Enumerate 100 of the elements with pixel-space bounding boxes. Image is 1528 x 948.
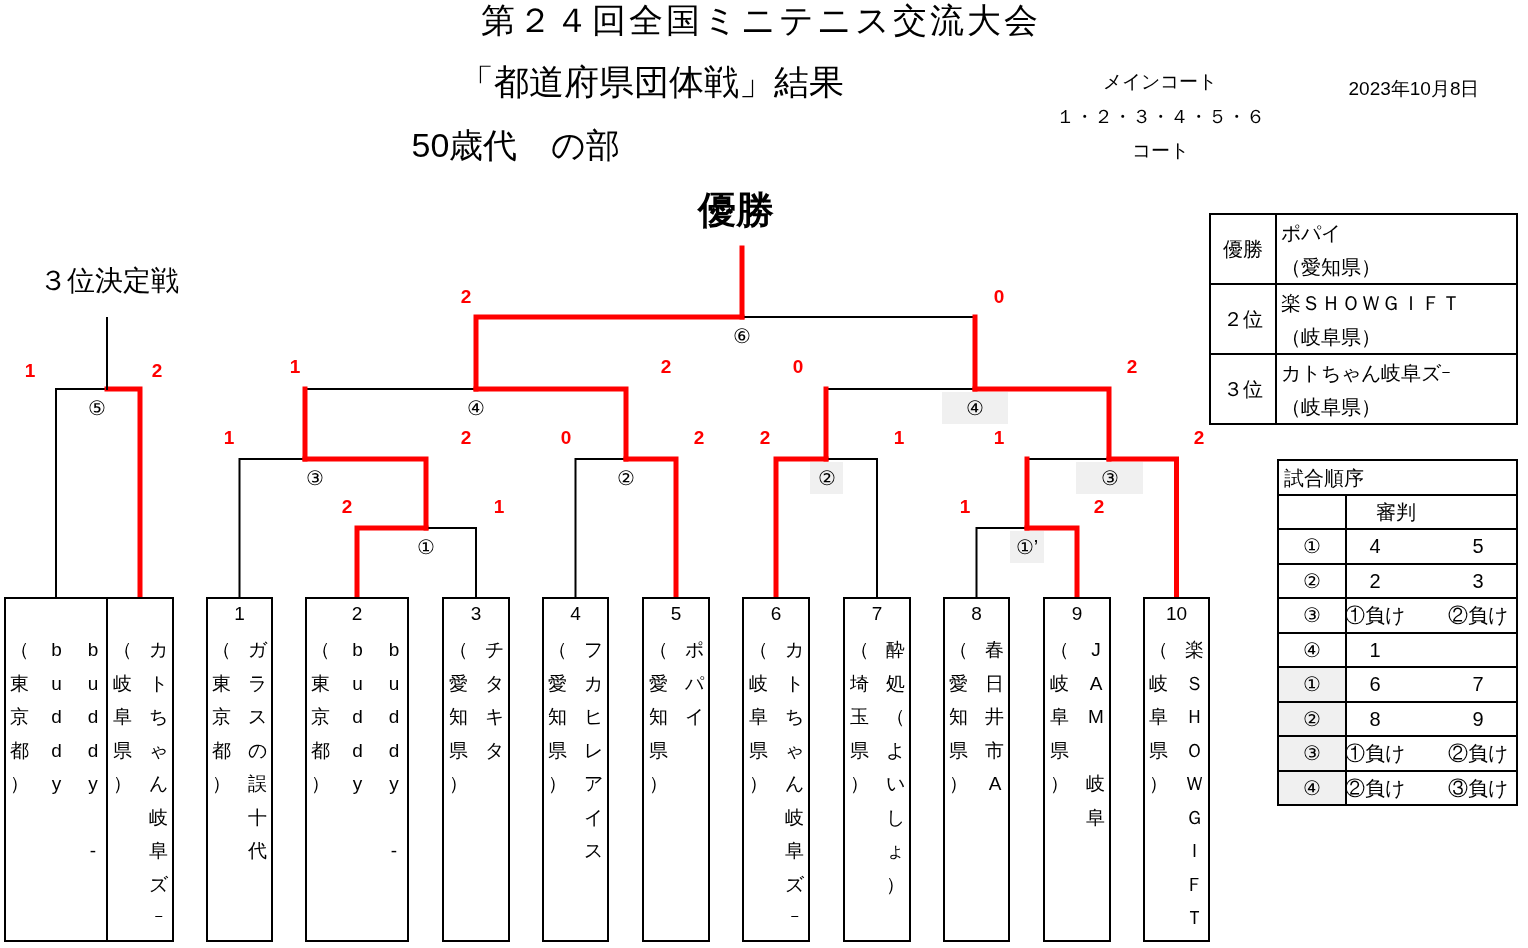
match-number: ④ [1279, 771, 1347, 804]
match-number: ④ [942, 392, 1008, 424]
prefecture-name: （東京都） [9, 638, 31, 796]
bracket-line [104, 386, 143, 600]
team-card [542, 597, 609, 942]
bracket-line [238, 458, 306, 598]
team-name: ガラスの誤十代 [247, 638, 269, 863]
match-entry: 8 [1369, 706, 1381, 732]
seed-number: 10 [1165, 602, 1188, 626]
score-label: 2 [1193, 426, 1205, 450]
team-card [943, 597, 1010, 942]
seed-number: 8 [971, 602, 982, 626]
bracket-line [1024, 456, 1110, 531]
team-card [305, 597, 409, 942]
team-card [4, 597, 108, 942]
match-number: ④ [1303, 637, 1321, 663]
prefecture-name: （岐阜県） [1148, 638, 1169, 796]
team-name: buddy - [387, 638, 401, 863]
score-label: 2 [1093, 495, 1105, 519]
team-card [1043, 597, 1111, 942]
score-label: 0 [993, 285, 1005, 309]
team-card [206, 597, 273, 942]
seed-number: 2 [351, 602, 363, 626]
team-card [442, 597, 510, 942]
match-number: ③ [1279, 737, 1347, 770]
score-label: 1 [959, 495, 971, 519]
prefecture-name: （愛知県） [547, 638, 568, 796]
score-label: 1 [223, 426, 235, 450]
team-name: カトちゃん岐阜ズｰ [1281, 361, 1451, 386]
seed-number: 4 [570, 602, 581, 626]
placing-label: ３位 [1223, 377, 1263, 402]
match-entry: 4 [1369, 534, 1381, 560]
placing-label: 優勝 [1223, 237, 1263, 262]
team-name: buddy [50, 638, 63, 796]
score-label: 0 [792, 355, 804, 379]
match-entry: 2 [1369, 568, 1381, 594]
bracket-line [739, 245, 745, 320]
bracket-line [106, 317, 108, 390]
match-entry: 1 [1369, 637, 1381, 663]
score-label: 2 [759, 426, 771, 450]
match-entry: ③負け [1448, 775, 1508, 801]
score-label: 2 [341, 495, 353, 519]
match-entry: 3 [1472, 568, 1484, 594]
team-card [1143, 597, 1210, 942]
seed-number: 3 [470, 602, 482, 626]
team-name: ポパイ [684, 638, 706, 729]
bracket-line [574, 458, 627, 598]
match-number: ① [1303, 534, 1321, 560]
seed-number: 7 [871, 602, 883, 626]
team-name: 楽ＳＨＯＷＧＩＦＴ [1281, 291, 1461, 316]
match-number: ③ [1303, 603, 1321, 629]
team-name: buddy [351, 638, 364, 796]
match-number: ①’ [1010, 531, 1044, 563]
seed-number: 5 [670, 602, 682, 626]
team-card [742, 597, 810, 942]
seed-number: 9 [1071, 602, 1083, 626]
bracket-line [302, 386, 477, 462]
score-label: 2 [151, 359, 163, 383]
seed-number: 1 [234, 602, 245, 626]
score-label: 1 [24, 359, 36, 383]
page-title: 第２４回全国ミニテニス交流大会 [481, 0, 1041, 41]
score-label: 1 [289, 355, 301, 379]
match-number: ② [1279, 702, 1347, 735]
score-label: 2 [693, 426, 705, 450]
prefecture-name: （愛知県） [648, 638, 669, 796]
event-date: 2023年10月8日 [1348, 77, 1480, 101]
court-info: １・２・３・４・５・６ [1055, 105, 1265, 129]
team-name: カトちゃん岐阜ズｰ [148, 638, 170, 930]
prefecture-name: （岐阜県） [1281, 325, 1381, 350]
column-header: 審判 [1376, 500, 1416, 525]
prefecture-name: （岐阜県） [1281, 395, 1381, 420]
score-label: 1 [993, 426, 1005, 450]
prefecture-name: （岐阜県） [748, 638, 769, 796]
team-name: フカヒレアイス [583, 638, 605, 863]
team-name: 楽ＳＨＯＷＧＩＦＴ [1184, 638, 1206, 930]
prefecture-name: （愛知県） [448, 638, 469, 796]
team-card [642, 597, 710, 942]
court-info: コート [1131, 139, 1189, 163]
team-card [843, 597, 911, 942]
team-name: 酔処（よいしょ） [885, 638, 907, 897]
match-number: ② [810, 462, 843, 494]
match-entry: 7 [1472, 672, 1484, 698]
match-number: ⑥ [725, 320, 759, 352]
score-label: 1 [893, 426, 905, 450]
prefecture-name: （埼玉県） [849, 638, 870, 796]
team-name: ポパイ [1281, 221, 1341, 246]
team-name: JAM 岐阜 [1085, 638, 1107, 830]
placing-label: ２位 [1223, 307, 1263, 332]
seed-number: 6 [770, 602, 782, 626]
score-label: 0 [560, 426, 572, 450]
third-place-heading: ３位決定戦 [39, 262, 179, 318]
score-label: 2 [460, 285, 472, 309]
score-label: 2 [1126, 355, 1138, 379]
match-entry: ②負け [1448, 741, 1508, 767]
prefecture-name: （岐阜県） [112, 638, 133, 796]
champion-heading: 優勝 [698, 186, 774, 248]
match-number: ③ [1076, 462, 1143, 494]
match-number: ⑤ [80, 392, 114, 424]
prefecture-name: （愛知県） [948, 638, 969, 796]
subtitle: 50歳代 の部 [411, 124, 621, 166]
